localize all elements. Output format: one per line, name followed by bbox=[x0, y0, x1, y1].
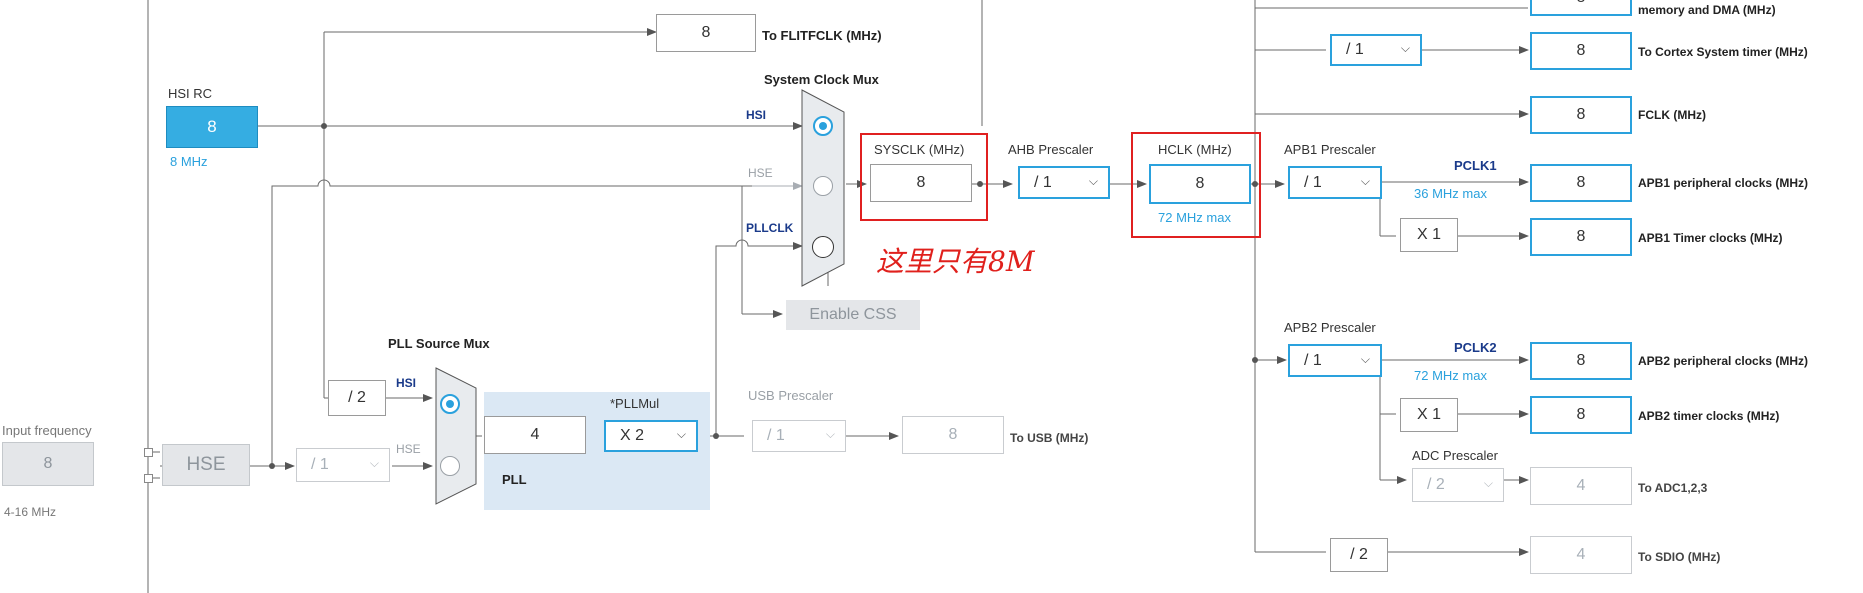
usb-prescaler-value: / 1 bbox=[767, 427, 785, 444]
pll-label: PLL bbox=[502, 472, 527, 487]
chevron-down-icon: ⌵ bbox=[825, 427, 835, 441]
sdio-output: 4 bbox=[1530, 536, 1632, 574]
memory-dma-label: memory and DMA (MHz) bbox=[1638, 3, 1776, 17]
apb1-peripheral-output: 8 bbox=[1530, 164, 1632, 202]
chevron-down-icon: ⌵ bbox=[369, 456, 379, 470]
adc-prescaler-select[interactable]: / 2 ⌵ bbox=[1412, 468, 1504, 502]
cortex-divider-select[interactable]: / 1 ⌵ bbox=[1330, 34, 1422, 66]
usb-prescaler-select[interactable]: / 1 ⌵ bbox=[752, 420, 846, 452]
chevron-down-icon: ⌵ bbox=[1360, 173, 1370, 188]
memory-dma-output: 8 bbox=[1530, 0, 1632, 16]
usb-prescaler-label: USB Prescaler bbox=[748, 388, 834, 403]
adc-output: 4 bbox=[1530, 467, 1632, 505]
adc-output-label: To ADC1,2,3 bbox=[1638, 481, 1708, 495]
sysclk-highlight bbox=[860, 133, 988, 221]
flitfclk-output: 8 bbox=[656, 14, 756, 52]
apb1-timer-label: APB1 Timer clocks (MHz) bbox=[1638, 231, 1783, 245]
fclk-label: FCLK (MHz) bbox=[1638, 108, 1706, 122]
pll-mul-select[interactable]: X 2 ⌵ bbox=[604, 420, 698, 452]
pllsrc-radio-hsi[interactable] bbox=[440, 394, 460, 414]
apb2-max: 72 MHz max bbox=[1414, 368, 1487, 383]
hsi-div2: / 2 bbox=[328, 380, 386, 416]
apb1-timer-output: 8 bbox=[1530, 218, 1632, 256]
adc-prescaler-label: ADC Prescaler bbox=[1412, 448, 1498, 463]
sdio-divider: / 2 bbox=[1330, 538, 1388, 572]
cortex-timer-label: To Cortex System timer (MHz) bbox=[1638, 45, 1808, 59]
hclk-field[interactable]: 8 bbox=[1149, 164, 1251, 204]
sysmux-hsi-label: HSI bbox=[746, 108, 767, 122]
apb2-prescaler-select[interactable]: / 1 ⌵ bbox=[1288, 344, 1382, 377]
apb2-prescaler-label: APB2 Prescaler bbox=[1284, 320, 1376, 335]
input-frequency-field[interactable]: 8 bbox=[2, 442, 94, 486]
hse-source[interactable]: HSE bbox=[162, 444, 250, 486]
flitfclk-label: To FLITFCLK (MHz) bbox=[762, 28, 882, 43]
sysmux-radio-hsi[interactable] bbox=[813, 116, 833, 136]
chevron-down-icon: ⌵ bbox=[1360, 351, 1370, 366]
chevron-down-icon: ⌵ bbox=[676, 427, 686, 441]
pll-mul-value: X 2 bbox=[620, 427, 645, 444]
hsi-rc-source[interactable]: 8 bbox=[166, 106, 258, 148]
input-frequency-range: 4-16 MHz bbox=[4, 505, 57, 519]
cortex-divider-value: / 1 bbox=[1346, 41, 1364, 58]
hsi-freq: 8 MHz bbox=[170, 154, 208, 169]
pllsrc-hsi-label: HSI bbox=[396, 376, 417, 390]
usb-output: 8 bbox=[902, 416, 1004, 454]
fclk-output: 8 bbox=[1530, 96, 1632, 134]
hclk-label: HCLK (MHz) bbox=[1158, 142, 1232, 157]
pllsrc-hse-label: HSE bbox=[396, 442, 421, 456]
cortex-timer-output: 8 bbox=[1530, 32, 1632, 70]
apb1-prescaler-label: APB1 Prescaler bbox=[1284, 142, 1376, 157]
chevron-down-icon: ⌵ bbox=[1483, 476, 1493, 490]
hse-prediv-value: / 1 bbox=[311, 456, 329, 473]
apb2-timer-label: APB2 timer clocks (MHz) bbox=[1638, 409, 1780, 423]
pclk2-label: PCLK2 bbox=[1454, 340, 1497, 355]
ahb-prescaler-select[interactable]: / 1 ⌵ bbox=[1018, 166, 1110, 199]
hsi-rc-label: HSI RC bbox=[168, 86, 213, 101]
adc-prescaler-value: / 2 bbox=[1427, 476, 1445, 493]
apb2-peripheral-label: APB2 peripheral clocks (MHz) bbox=[1638, 354, 1809, 368]
hse-pin-top bbox=[144, 448, 153, 457]
pll-source-mux[interactable] bbox=[434, 366, 480, 506]
ahb-prescaler-label: AHB Prescaler bbox=[1008, 142, 1094, 157]
pll-source-mux-title: PLL Source Mux bbox=[388, 336, 490, 351]
sdio-output-label: To SDIO (MHz) bbox=[1638, 550, 1721, 564]
apb2-timer-multiplier: X 1 bbox=[1400, 398, 1458, 432]
sysmux-radio-pllclk[interactable] bbox=[812, 236, 834, 258]
hse-pin-bottom bbox=[144, 474, 153, 483]
chevron-down-icon: ⌵ bbox=[1088, 173, 1098, 188]
apb1-peripheral-label: APB1 peripheral clocks (MHz) bbox=[1638, 176, 1809, 190]
apb2-prescaler-value: / 1 bbox=[1304, 351, 1322, 369]
hse-prediv-select[interactable]: / 1 ⌵ bbox=[296, 448, 390, 482]
apb1-prescaler-value: / 1 bbox=[1304, 173, 1322, 191]
pll-input-value: 4 bbox=[484, 416, 586, 454]
sysmux-hse-label: HSE bbox=[748, 166, 773, 180]
sysclk-label: SYSCLK (MHz) bbox=[874, 142, 965, 157]
apb1-max: 36 MHz max bbox=[1414, 186, 1487, 201]
pll-mul-label: *PLLMul bbox=[610, 396, 660, 411]
ahb-prescaler-value: / 1 bbox=[1034, 173, 1052, 191]
apb2-peripheral-output: 8 bbox=[1530, 342, 1632, 380]
chevron-down-icon: ⌵ bbox=[1400, 41, 1410, 55]
apb2-timer-output: 8 bbox=[1530, 396, 1632, 434]
sysclk-value: 8 bbox=[870, 164, 972, 202]
pclk1-label: PCLK1 bbox=[1454, 158, 1497, 173]
sysmux-pllclk-label: PLLCLK bbox=[746, 221, 794, 235]
input-frequency-label: Input frequency bbox=[2, 423, 92, 438]
usb-output-label: To USB (MHz) bbox=[1010, 431, 1089, 445]
memory-dma-value: 8 bbox=[1577, 0, 1586, 7]
system-clock-mux-title: System Clock Mux bbox=[764, 72, 879, 87]
enable-css-button[interactable]: Enable CSS bbox=[786, 300, 920, 330]
hclk-max: 72 MHz max bbox=[1158, 210, 1231, 225]
apb1-timer-multiplier: X 1 bbox=[1400, 218, 1458, 252]
sysmux-radio-hse[interactable] bbox=[813, 176, 833, 196]
annotation-text: 这里只有8M bbox=[876, 245, 1035, 278]
apb1-prescaler-select[interactable]: / 1 ⌵ bbox=[1288, 166, 1382, 199]
pllsrc-radio-hse[interactable] bbox=[440, 456, 460, 476]
hclk-highlight bbox=[1131, 132, 1261, 238]
